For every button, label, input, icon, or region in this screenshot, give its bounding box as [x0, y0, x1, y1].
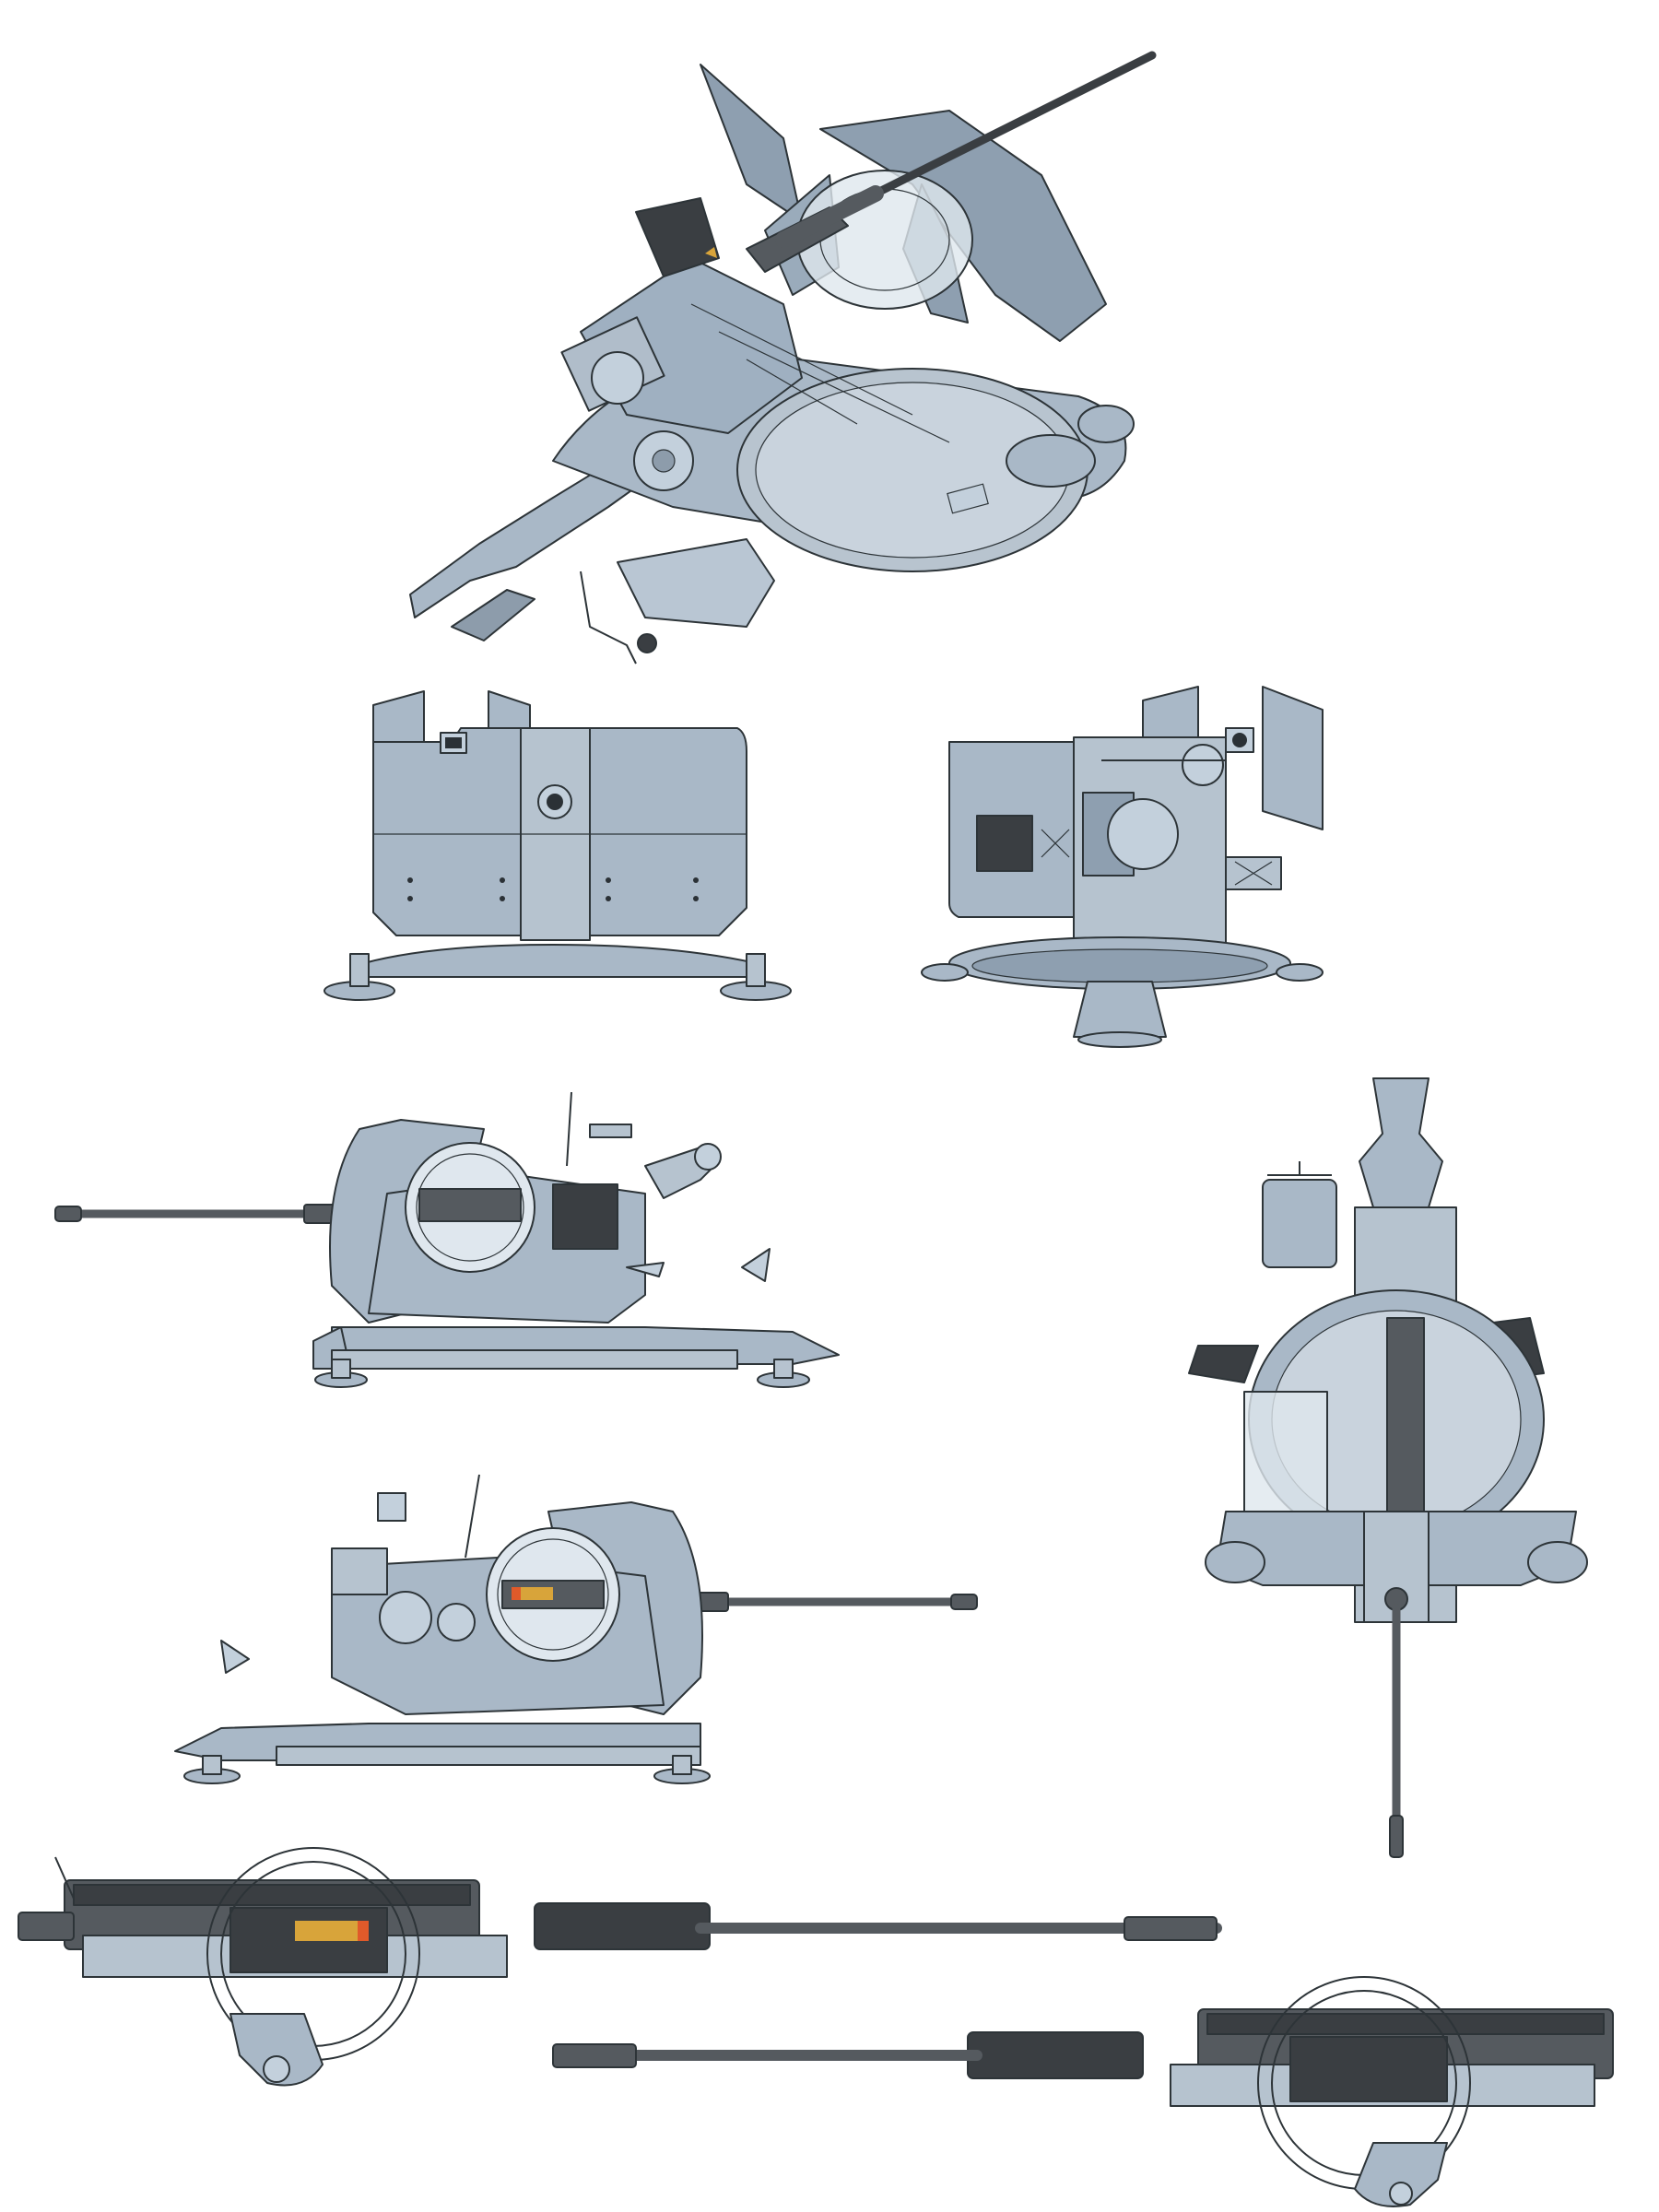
barrel-detail-right — [525, 1936, 1659, 2212]
gun-barrel-detail-icon — [552, 1976, 1614, 2207]
rear-mechanism-view-icon — [921, 686, 1324, 1048]
rear-view — [921, 673, 1346, 1051]
left-side-view — [54, 1083, 903, 1415]
front-shield-view-icon — [324, 690, 792, 1001]
top-down-view-icon — [1188, 1077, 1588, 1858]
front-view — [323, 677, 792, 1009]
gun-barrel-detail-icon — [18, 1847, 1222, 2087]
barrel-detail-left — [18, 1843, 1244, 2092]
right-side-view — [120, 1447, 978, 1806]
isometric-view — [396, 28, 1226, 673]
left-side-view-icon — [54, 1091, 840, 1388]
isometric-gun-mount-icon — [409, 51, 1157, 665]
top-view — [1188, 1077, 1594, 1880]
right-side-view-icon — [174, 1474, 978, 1784]
